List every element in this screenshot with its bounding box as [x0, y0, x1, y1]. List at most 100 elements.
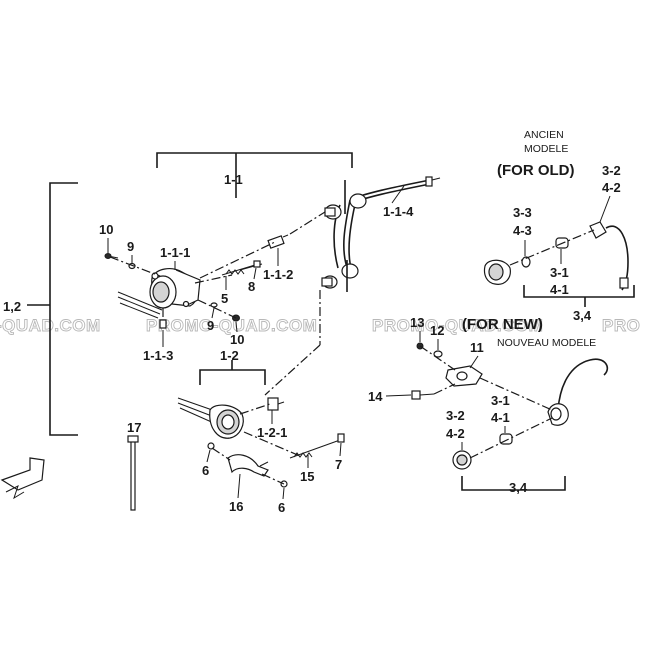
note-for-old: (FOR OLD)	[497, 162, 574, 179]
label-10-bottom: 10	[230, 332, 244, 347]
label-1-1-3: 1-1-3	[143, 348, 173, 363]
mount-bracket-16	[227, 454, 269, 477]
watermark-text-2: PROMO-QUAD.COM	[146, 316, 317, 335]
label-14: 14	[368, 389, 383, 404]
turn-signal-housing-new	[547, 358, 609, 426]
bracket-11	[445, 365, 483, 387]
part-labels: 1,2 1-1 1-1-4 10 9 1-1-1 1-1-2 8 5 9 10 …	[3, 163, 621, 515]
label-5: 5	[221, 291, 228, 306]
cable-tie-17	[127, 435, 139, 511]
label-4-2-old: 4-2	[602, 180, 621, 195]
label-3-3: 3-3	[513, 205, 532, 220]
note-for-new: (FOR NEW)	[462, 316, 543, 333]
label-1-1-4: 1-1-4	[383, 204, 414, 219]
leader-5	[194, 274, 233, 284]
label-11: 11	[470, 340, 484, 355]
label-1-2: 1,2	[3, 299, 21, 314]
leader-old-signal	[509, 229, 595, 266]
label-3-4-old: 3,4	[573, 308, 592, 323]
leader-6-right	[261, 473, 285, 485]
leader-new-lens	[469, 417, 553, 459]
label-16: 16	[229, 499, 243, 514]
leader-harness-top	[289, 211, 326, 235]
leader-label-3-2-old	[599, 195, 611, 223]
label-1-1: 1-1	[224, 172, 243, 187]
label-1-1-1: 1-1-1	[160, 245, 190, 260]
bolt-6-left	[207, 442, 215, 450]
leader-label-16	[237, 473, 241, 499]
leader-label-14	[385, 394, 412, 397]
leader-15	[243, 431, 301, 457]
leader-label-6-right	[282, 487, 285, 500]
label-4-3: 4-3	[513, 223, 532, 238]
note-nouveau-modele: NOUVEAU MODELE	[497, 337, 596, 349]
model-notes: ANCIEN MODELE (FOR OLD) (FOR NEW) NOUVEA…	[462, 129, 596, 349]
label-3-2-new: 3-2	[446, 408, 465, 423]
leader-label-10-bottom	[235, 321, 238, 333]
lens-3-2-new	[452, 450, 472, 470]
label-3-4-new: 3,4	[509, 480, 528, 495]
leader-harness-diag	[264, 344, 321, 396]
bulb-socket-1-1-2	[267, 234, 289, 249]
bracket-3-4-new	[461, 476, 566, 491]
label-17: 17	[127, 420, 141, 435]
leader-1-1-2	[199, 241, 276, 279]
adjust-screw-5	[221, 264, 256, 276]
headlight-housing-1-1-1	[117, 268, 201, 319]
leader-label-6-left	[206, 449, 211, 463]
washer-9-bottom	[210, 302, 218, 308]
leader-11-housing	[479, 377, 553, 411]
note-modele: MODELE	[524, 143, 568, 155]
washer-12	[433, 350, 443, 358]
leader-6-left	[211, 447, 231, 461]
label-1-1-2: 1-1-2	[263, 267, 293, 282]
label-4-1-new: 4-1	[491, 410, 510, 425]
watermark-text-3: PROMO-QUAD.COM	[372, 316, 543, 335]
bracket-1-1	[156, 152, 353, 198]
turn-signal-lens-old	[483, 259, 511, 285]
leader-label-11	[469, 355, 479, 369]
label-12: 12	[430, 323, 444, 338]
leader-14	[433, 383, 456, 395]
leader-9-10	[197, 299, 237, 319]
note-ancien: ANCIEN	[524, 129, 564, 141]
watermark: -QUAD.COM PROMO-QUAD.COM PROMO-QUAD.COM …	[0, 316, 640, 336]
leader-1-2-1	[239, 403, 271, 415]
leader-label-1-1-4	[391, 185, 405, 204]
screw-10-top	[104, 253, 119, 259]
label-9-top: 9	[127, 239, 134, 254]
label-3-1-new: 3-1	[491, 393, 510, 408]
clip-1-1-3	[159, 308, 167, 329]
leader-label-8	[253, 267, 257, 280]
label-9-bottom: 9	[207, 318, 214, 333]
label-4-1-old: 4-1	[550, 282, 569, 297]
gasket-3-3	[521, 256, 531, 268]
bracket-1-2-sub	[199, 360, 266, 385]
leader-10-top	[109, 256, 161, 277]
bulb-socket-1-2-1	[267, 397, 285, 411]
front-arrow-icon	[0, 457, 45, 500]
label-1-2-sub: 1-2	[220, 348, 239, 363]
screw-8	[239, 260, 263, 271]
label-6-right: 6	[278, 500, 285, 515]
label-10-top: 10	[99, 222, 113, 237]
label-4-2-new: 4-2	[446, 426, 465, 441]
label-13: 13	[410, 315, 424, 330]
leader-label-7	[339, 442, 342, 457]
wire-harness-1-1-4	[321, 176, 441, 292]
leader-label-9-bottom	[211, 307, 215, 319]
label-15: 15	[300, 469, 314, 484]
label-6-left: 6	[202, 463, 209, 478]
headlight-1-2	[177, 397, 244, 439]
label-8: 8	[248, 279, 255, 294]
bolt-14	[411, 390, 435, 400]
label-1-2-1: 1-2-1	[257, 425, 287, 440]
label-3-2-old: 3-2	[602, 163, 621, 178]
watermark-text-4: PRO	[602, 316, 640, 335]
adjust-screw-15	[289, 433, 345, 459]
socket-3-2-old	[589, 221, 629, 291]
bracket-3-4-old	[523, 285, 635, 307]
leader-13-12	[419, 345, 456, 371]
